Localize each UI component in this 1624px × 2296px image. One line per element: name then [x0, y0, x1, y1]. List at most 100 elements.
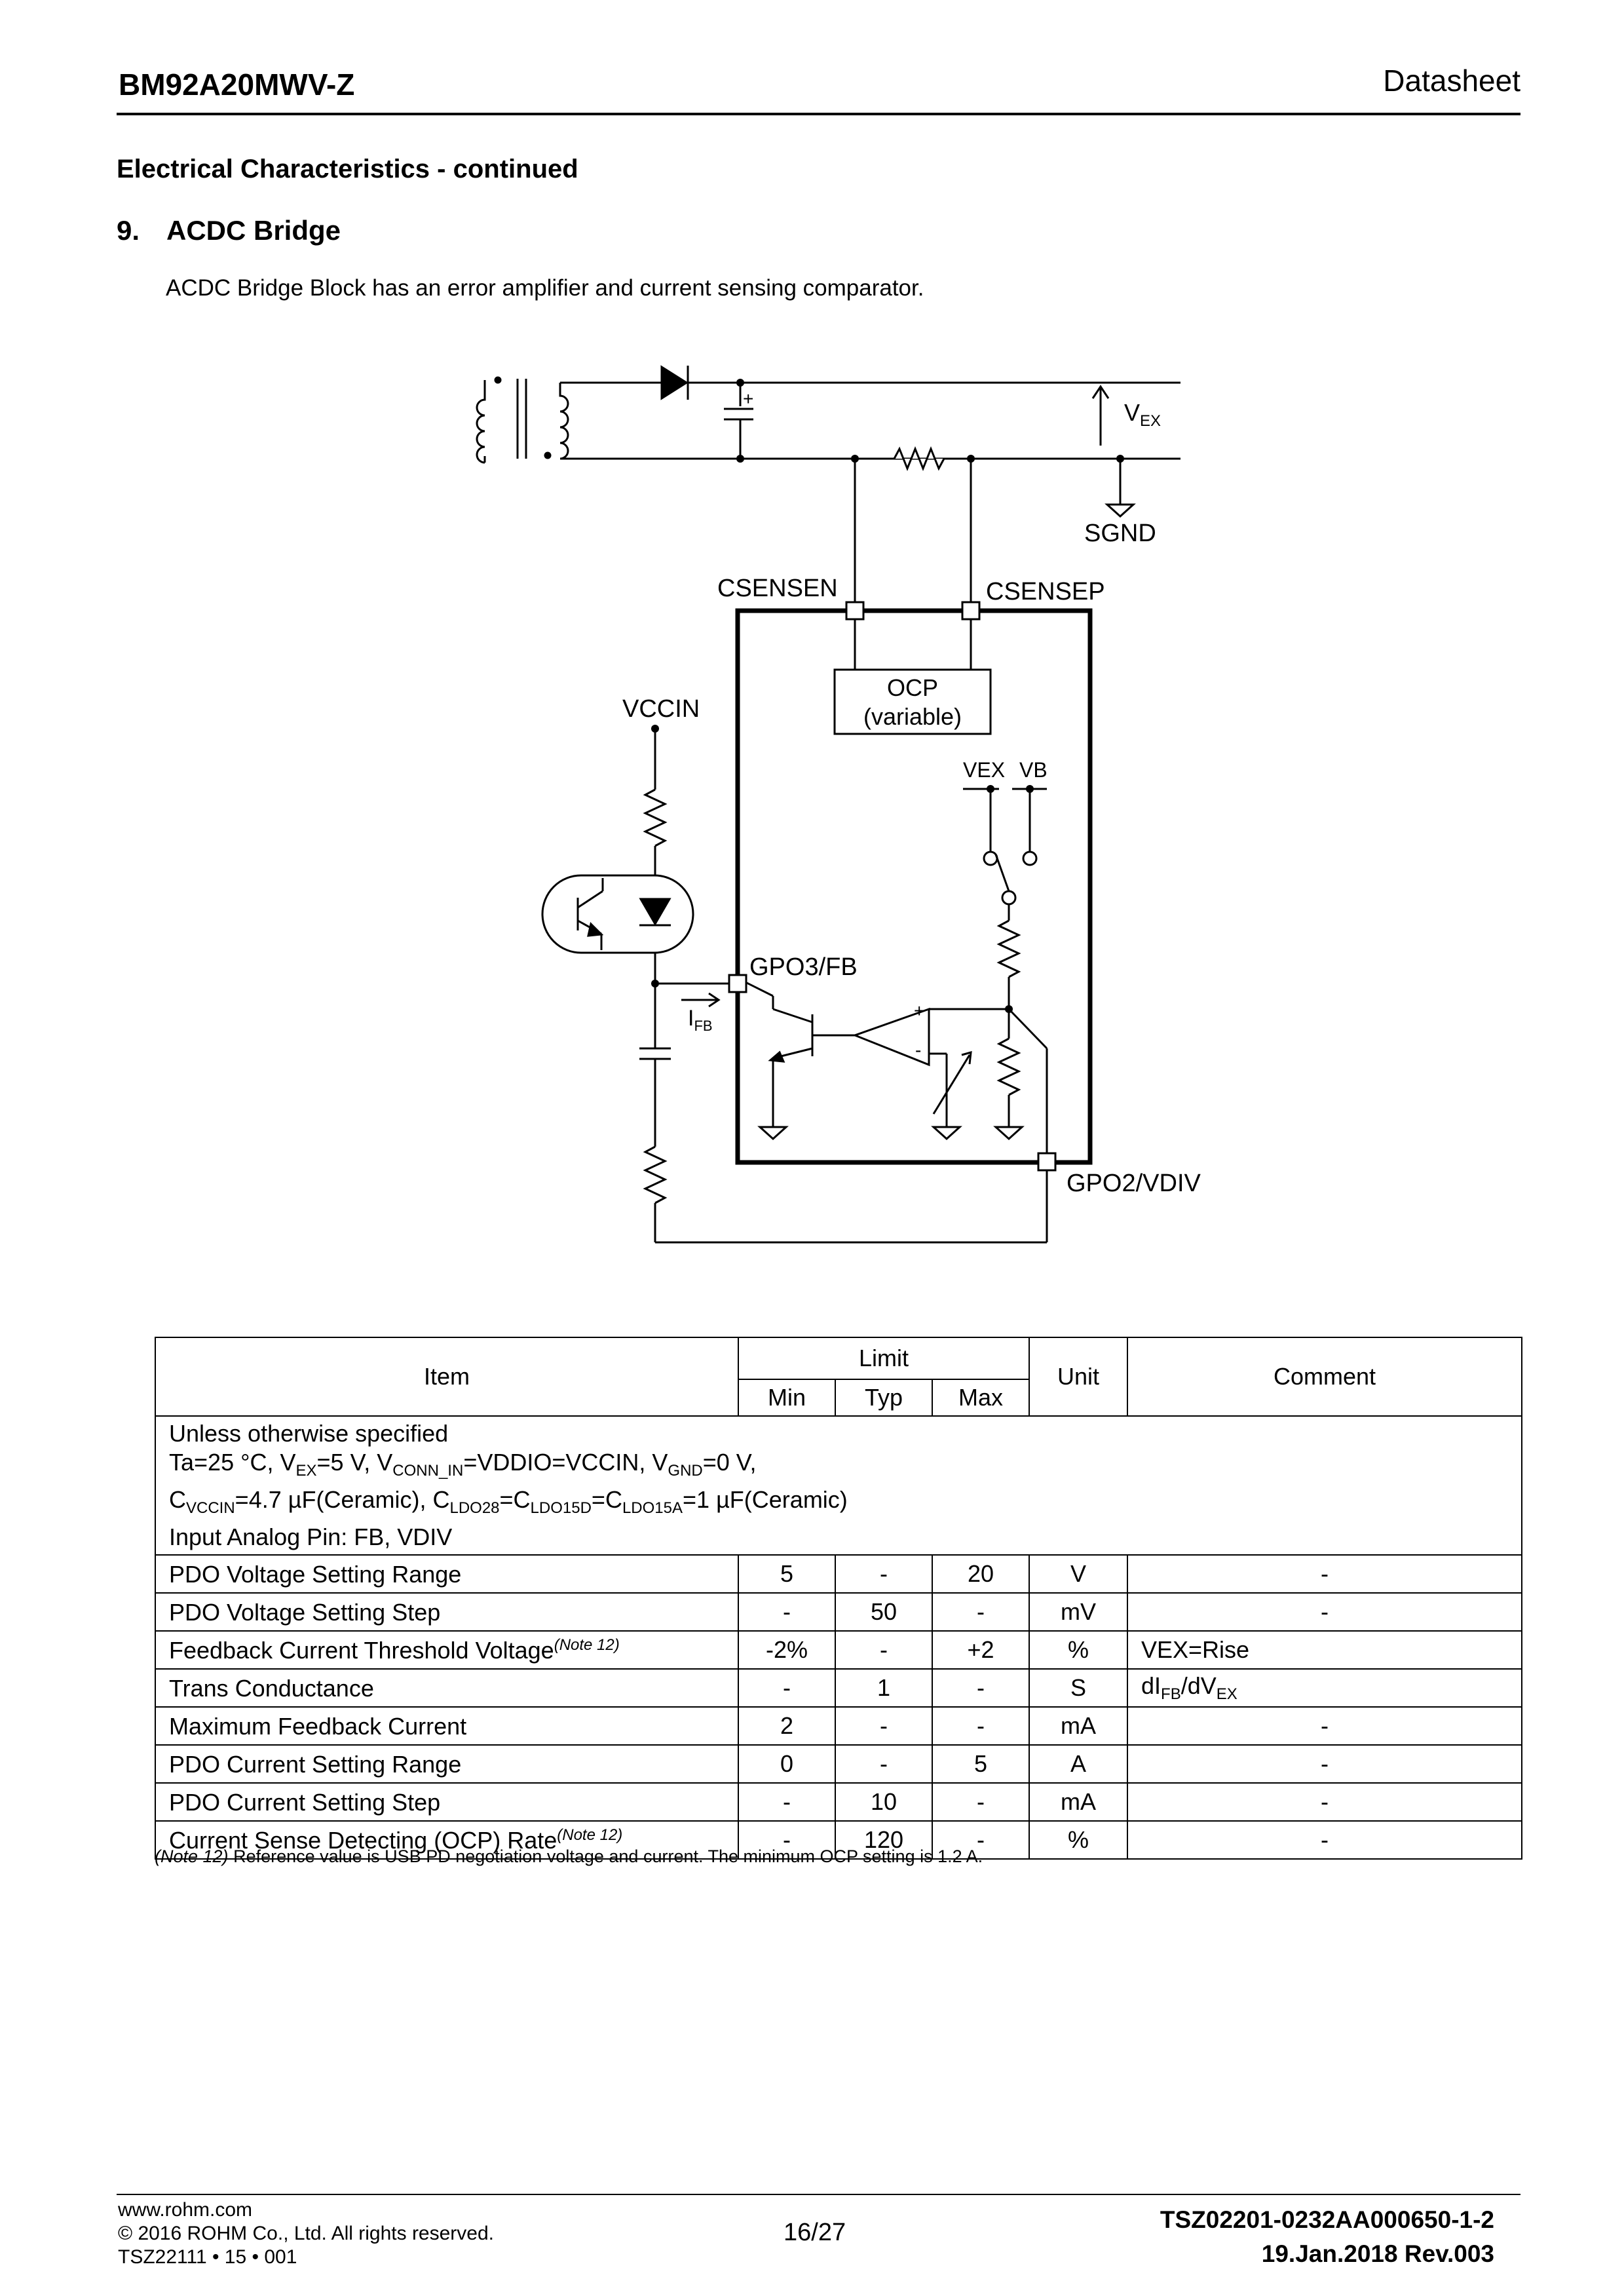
row-unit: S: [1029, 1668, 1128, 1708]
table-row: Trans Conductance - 1 - S dIFB/dVEX: [155, 1668, 1522, 1708]
vex-arrow-icon: [1091, 385, 1110, 446]
gpo2-vdiv-pin: [1037, 1152, 1057, 1172]
section-number: 9.: [117, 215, 140, 246]
diode-icon: [660, 365, 1180, 400]
ocp-variable-label: (variable): [863, 703, 962, 730]
transformer-icon: [476, 376, 1180, 464]
page-number: 16/27: [784, 2219, 846, 2246]
row-min: -: [738, 1782, 836, 1822]
conditions-line: Input Analog Pin: FB, VDIV: [169, 1523, 453, 1551]
row-item: Feedback Current Threshold Voltage(Note …: [155, 1630, 739, 1670]
row-typ: 10: [835, 1782, 933, 1822]
row-comment: -: [1127, 1592, 1522, 1632]
ifb-label: IFB: [688, 1006, 713, 1034]
amp-plus-label: +: [914, 1001, 924, 1021]
csensen-label: CSENSEN: [717, 575, 838, 602]
row-comment: -: [1127, 1782, 1522, 1822]
table-row: PDO Voltage Setting Range 5 - 20 V -: [155, 1554, 1522, 1594]
row-item: PDO Voltage Setting Range: [155, 1554, 739, 1594]
row-min: -2%: [738, 1630, 836, 1670]
table-row: PDO Current Setting Range 0 - 5 A -: [155, 1744, 1522, 1784]
csensep-pin: [961, 601, 981, 621]
row-unit: A: [1029, 1744, 1128, 1784]
acdc-bridge-circuit-diagram: + VEX SGND CSENSEN CSENSEP OCP (variable…: [476, 365, 1201, 1244]
vex-switch-label: VEX: [963, 758, 1005, 782]
footer-url-link[interactable]: www.rohm.com: [118, 2199, 253, 2221]
conditions-line: Unless otherwise specified: [169, 1420, 449, 1447]
cap-plus-label: +: [743, 389, 753, 409]
row-comment: -: [1127, 1554, 1522, 1594]
row-typ: -: [835, 1706, 933, 1746]
vb-switch-label: VB: [1019, 758, 1048, 782]
footer-copyright: © 2016 ROHM Co., Ltd. All rights reserve…: [118, 2223, 494, 2244]
row-unit: %: [1029, 1630, 1128, 1670]
row-item: PDO Current Setting Range: [155, 1744, 739, 1784]
error-amplifier-icon: [812, 1007, 1009, 1141]
row-max: -: [932, 1820, 1030, 1860]
section-intro: ACDC Bridge Block has an error amplifier…: [166, 275, 924, 301]
row-typ: -: [835, 1554, 933, 1594]
row-max: -: [932, 1592, 1030, 1632]
row-comment: VEX=Rise: [1127, 1630, 1522, 1670]
ocp-label: OCP: [887, 674, 938, 701]
header-doc-type: Datasheet: [1383, 64, 1520, 98]
sense-resistor-icon: [851, 446, 1124, 472]
row-typ: 50: [835, 1592, 933, 1632]
row-min: 2: [738, 1706, 836, 1746]
section-continued-heading: Electrical Characteristics - continued: [117, 155, 578, 183]
footer-code: TSZ22111 • 15 • 001: [118, 2246, 297, 2268]
capacitor-icon: [724, 379, 753, 463]
header-rule: [117, 113, 1520, 115]
row-item: PDO Current Setting Step: [155, 1782, 739, 1822]
row-unit: mV: [1029, 1592, 1128, 1632]
ifb-arrow-icon: [681, 992, 721, 1008]
table-footnote: (Note 12) Reference value is USB PD nego…: [155, 1846, 983, 1866]
header-min: Min: [738, 1379, 836, 1417]
vccin-label: VCCIN: [622, 695, 700, 723]
row-min: -: [738, 1820, 836, 1860]
ic-block-outline: [735, 608, 1093, 1165]
row-max: 20: [932, 1554, 1030, 1594]
table-row: Feedback Current Threshold Voltage(Note …: [155, 1630, 1522, 1670]
footer-rule: [117, 2194, 1520, 2195]
row-item: Trans Conductance: [155, 1668, 739, 1708]
row-unit: V: [1029, 1554, 1128, 1594]
row-max: -: [932, 1782, 1030, 1822]
csensep-label: CSENSEP: [986, 578, 1105, 605]
conditions-line: CVCCIN=4.7 µF(Ceramic), CLDO28=CLDO15D=C…: [169, 1486, 848, 1518]
header-part-number: BM92A20MWV-Z: [119, 67, 355, 102]
header-typ: Typ: [835, 1379, 933, 1417]
row-comment: -: [1127, 1820, 1522, 1860]
footer-right: TSZ02201-0232AA000650-1-2 19.Jan.2018 Re…: [1160, 2203, 1494, 2271]
row-item: PDO Voltage Setting Step: [155, 1592, 739, 1632]
table-row: PDO Voltage Setting Step - 50 - mV -: [155, 1592, 1522, 1632]
header-unit: Unit: [1029, 1337, 1128, 1417]
row-typ: 120: [835, 1820, 933, 1860]
header-limit: Limit: [738, 1337, 1030, 1380]
row-max: -: [932, 1668, 1030, 1708]
row-unit: mA: [1029, 1782, 1128, 1822]
gpo3-fb-label: GPO3/FB: [749, 953, 858, 981]
row-unit: %: [1029, 1820, 1128, 1860]
footer-left: www.rohm.com © 2016 ROHM Co., Ltd. All r…: [118, 2198, 494, 2269]
row-comment: dIFB/dVEX: [1127, 1668, 1522, 1708]
conditions-cell: Unless otherwise specified Ta=25 °C, VEX…: [155, 1415, 1522, 1556]
row-typ: 1: [835, 1668, 933, 1708]
conditions-line: Ta=25 °C, VEX=5 V, VCONN_IN=VDDIO=VCCIN,…: [169, 1449, 757, 1480]
row-max: -: [932, 1706, 1030, 1746]
section-title-text: ACDC Bridge: [166, 215, 341, 246]
row-item: Maximum Feedback Current: [155, 1706, 739, 1746]
row-unit: mA: [1029, 1706, 1128, 1746]
header-comment: Comment: [1127, 1337, 1522, 1417]
csensen-pin: [845, 601, 865, 621]
row-typ: -: [835, 1744, 933, 1784]
row-max: +2: [932, 1630, 1030, 1670]
divider-resistor-icon: [993, 904, 1048, 1155]
row-comment: -: [1127, 1706, 1522, 1746]
optocoupler-icon: [541, 874, 694, 954]
vex-label: VEX: [1124, 399, 1161, 430]
table-row: Maximum Feedback Current 2 - - mA -: [155, 1706, 1522, 1746]
vex-vb-switch-icon: [963, 785, 1047, 906]
row-max: 5: [932, 1744, 1030, 1784]
row-typ: -: [835, 1630, 933, 1670]
